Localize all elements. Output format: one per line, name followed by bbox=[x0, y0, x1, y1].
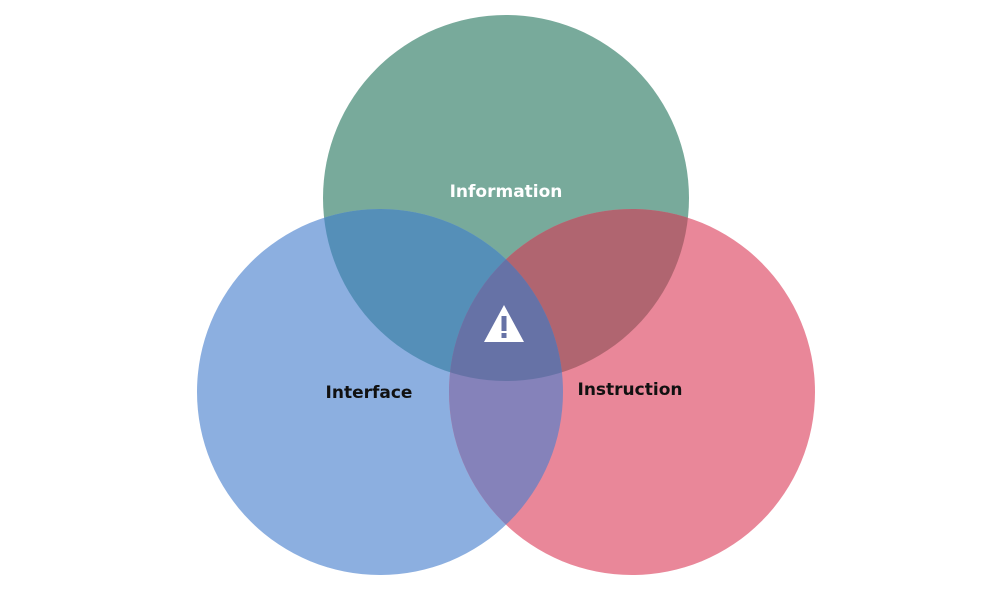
instruction-label: Instruction bbox=[578, 380, 683, 400]
interface-label: Interface bbox=[326, 383, 413, 403]
overlap-information-interface bbox=[323, 209, 563, 381]
warning-triangle-icon bbox=[484, 305, 524, 342]
overlap-information-instruction bbox=[449, 209, 689, 381]
information-label: Information bbox=[450, 182, 563, 202]
